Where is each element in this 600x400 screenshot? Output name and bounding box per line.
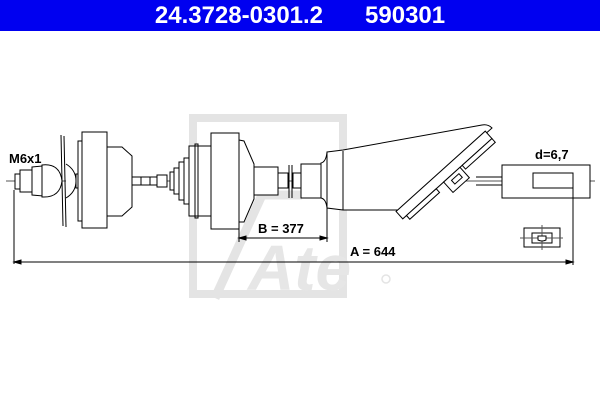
- left-nut-assembly: [14, 131, 168, 229]
- title-bar: 24.3728-0301.2 590301: [0, 0, 600, 31]
- cable-parts: [14, 124, 591, 250]
- middle-housing: [169, 124, 493, 230]
- end-detail-view: [520, 225, 563, 250]
- svg-text:Ate: Ate: [246, 232, 351, 304]
- diameter-label: d=6,7: [535, 147, 569, 162]
- dimension-b-label: B = 377: [258, 221, 304, 236]
- thread-size-label: M6x1: [9, 151, 42, 166]
- end-connector-slot: [532, 172, 574, 189]
- angled-mounting-bracket: [395, 130, 496, 220]
- part-number: 24.3728-0301.2: [154, 1, 324, 29]
- dimension-a-label: A = 644: [350, 244, 396, 259]
- reference-number: 590301: [365, 1, 446, 29]
- cable-technical-drawing: Ate: [6, 114, 595, 304]
- dimension-lines: [12, 188, 575, 265]
